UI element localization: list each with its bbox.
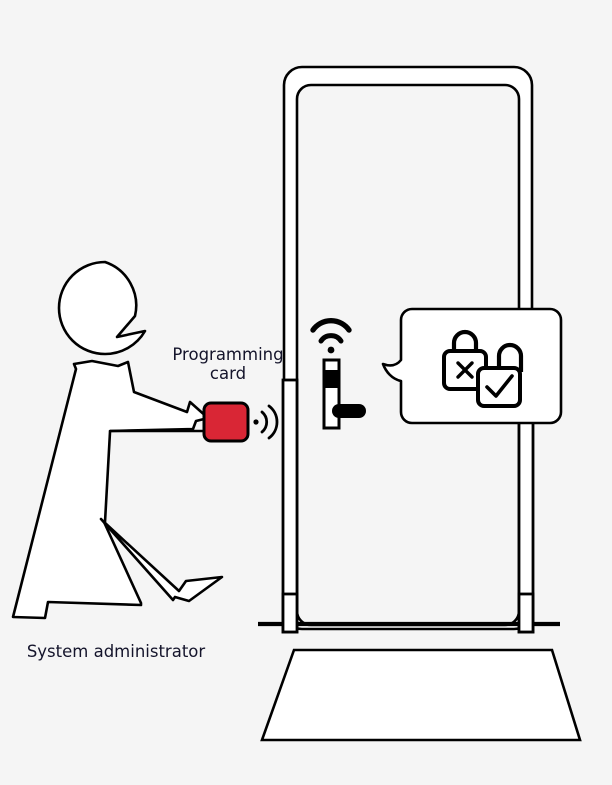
reader-read-zone [325, 370, 338, 388]
door-handle-icon[interactable] [332, 404, 366, 418]
person-head [57, 260, 147, 356]
door-jamb-right-foot [517, 592, 535, 634]
label-system-administrator: System administrator [26, 642, 206, 661]
padlock-open-check-icon [476, 342, 524, 408]
floor-mat-icon [260, 648, 582, 742]
wifi-signal-icon [310, 318, 352, 354]
walking-person-icon [11, 260, 224, 620]
card-reader-group[interactable] [310, 318, 366, 430]
label-programming-card: Programming card [172, 345, 284, 383]
person-leg-front [99, 517, 224, 603]
programming-card-group[interactable] [202, 401, 279, 443]
access-card-icon[interactable] [202, 401, 250, 443]
door-jamb-left-foot [281, 592, 299, 634]
padlock-closed-x-icon [442, 329, 488, 391]
lock-state-callout [381, 307, 563, 425]
rfid-signal-icon [253, 404, 279, 440]
